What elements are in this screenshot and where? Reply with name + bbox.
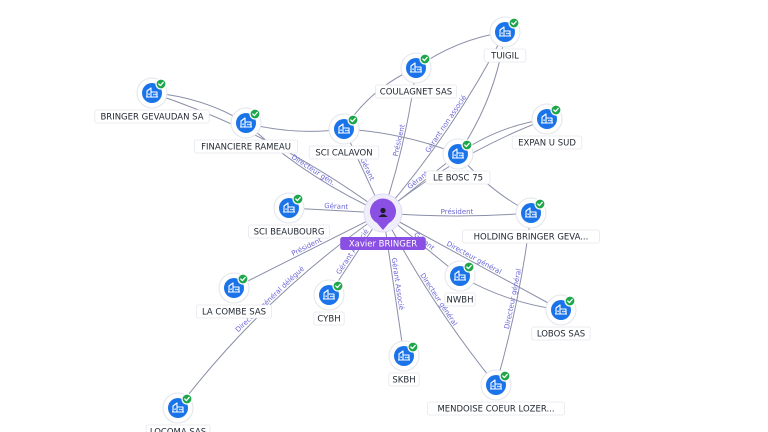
company-label: MENDOISE COEUR LOZER... — [437, 405, 554, 415]
building-icon — [142, 83, 162, 103]
node-label-bg — [425, 170, 491, 185]
company-label: COULAGNET SAS — [380, 88, 452, 98]
company-node-coulagnet[interactable]: COULAGNET SAS — [375, 52, 457, 99]
company-label: NWBH — [447, 296, 474, 306]
company-node-la-combe[interactable]: LA COMBE SAS — [195, 272, 272, 319]
node-label-bg — [462, 229, 600, 244]
check-badge-icon — [463, 261, 475, 273]
company-label: FINANCIERE RAMEAU — [201, 143, 291, 153]
node-label-bg — [308, 145, 380, 160]
person-node[interactable]: Xavier BRINGER — [340, 193, 426, 250]
company-label: SKBH — [392, 376, 415, 386]
building-icon — [334, 119, 354, 139]
company-label: LE BOSC 75 — [433, 174, 483, 184]
check-badge-icon — [249, 108, 261, 120]
edge-person-mendoise — [382, 212, 497, 386]
edge-label: Directeur général — [503, 268, 523, 330]
check-badge-icon — [550, 104, 562, 116]
check-badge-icon — [237, 273, 249, 285]
company-node-sci-beaubourg[interactable]: SCI BEAUBOURG — [248, 192, 330, 239]
company-node-bringer-gevaudan[interactable]: BRINGER GEVAUDAN SA — [94, 77, 210, 124]
check-badge-icon — [534, 198, 546, 210]
company-node-financiere-rameau[interactable]: FINANCIERE RAMEAU — [193, 107, 298, 154]
node-label-bg — [427, 401, 565, 416]
check-badge-icon — [419, 53, 431, 65]
check-badge-icon — [407, 341, 419, 353]
edge-person-la-combe — [233, 212, 384, 289]
building-icon — [394, 346, 414, 366]
company-node-skbh[interactable]: SKBH — [388, 340, 420, 387]
company-node-lobos[interactable]: LOBOS SAS — [531, 294, 591, 341]
check-badge-icon — [332, 280, 344, 292]
node-label-bg — [483, 48, 527, 63]
company-node-tuigil[interactable]: TUIGIL — [483, 16, 527, 63]
edge-label: Gérant — [358, 157, 376, 182]
building-icon — [448, 144, 468, 164]
node-label-bg — [375, 84, 457, 99]
company-node-sci-calavon[interactable]: SCI CALAVON — [308, 113, 380, 160]
check-badge-icon — [461, 139, 473, 151]
company-node-cybh[interactable]: CYBH — [313, 279, 345, 326]
company-label: SCI BEAUBOURG — [254, 228, 325, 238]
nodes-layer: BRINGER GEVAUDAN SA FINANCIERE RAMEAU SCI … — [94, 16, 600, 432]
company-node-holding-bringer[interactable]: HOLDING BRINGER GEVA... — [462, 197, 600, 244]
company-label: TUIGIL — [490, 52, 519, 62]
building-icon — [495, 22, 515, 42]
node-label-bg — [248, 224, 330, 239]
building-icon — [168, 398, 188, 418]
company-node-expan-u-sud[interactable]: EXPAN U SUD — [511, 103, 583, 150]
person-label-bg — [340, 237, 426, 250]
check-badge-icon — [564, 295, 576, 307]
building-icon — [450, 266, 470, 286]
edge-label: Gérant Associé — [390, 257, 406, 310]
node-label-bg — [193, 139, 298, 154]
company-label: BRINGER GEVAUDAN SA — [100, 113, 203, 123]
check-badge-icon — [155, 78, 167, 90]
node-label-bg — [511, 135, 583, 150]
building-icon — [406, 58, 426, 78]
building-icon — [236, 113, 256, 133]
company-label: CYBH — [317, 315, 340, 325]
building-icon — [521, 203, 541, 223]
check-badge-icon — [181, 393, 193, 405]
edge-person-locoma — [177, 212, 384, 409]
company-label: SCI CALAVON — [315, 149, 372, 159]
building-icon — [551, 300, 571, 320]
company-node-nwbh[interactable]: NWBH — [444, 260, 476, 307]
check-badge-icon — [499, 370, 511, 382]
node-label-bg — [313, 311, 345, 326]
edge-label: Président — [290, 236, 323, 258]
company-label: EXPAN U SUD — [518, 139, 576, 149]
check-badge-icon — [292, 193, 304, 205]
building-icon — [279, 198, 299, 218]
company-label: LOBOS SAS — [537, 330, 585, 340]
edge-label: Président — [441, 208, 474, 216]
edge-label: Gérant — [324, 202, 349, 211]
node-label-bg — [94, 109, 210, 124]
company-node-locoma[interactable]: LOCOMA SAS — [145, 392, 211, 432]
person-label: Xavier BRINGER — [349, 240, 417, 250]
node-label-bg — [444, 292, 476, 307]
building-icon — [486, 375, 506, 395]
check-badge-icon — [508, 17, 520, 29]
edge-person-lobos — [382, 212, 562, 311]
company-label: LOCOMA SAS — [150, 428, 206, 432]
building-icon — [537, 109, 557, 129]
building-icon — [224, 278, 244, 298]
company-label: LA COMBE SAS — [202, 308, 266, 318]
person-icon — [370, 198, 397, 230]
edge-label: Président — [392, 123, 407, 157]
check-badge-icon — [347, 114, 359, 126]
company-label: HOLDING BRINGER GEVA... — [474, 233, 589, 243]
company-node-mendoise[interactable]: MENDOISE COEUR LOZER... — [427, 369, 565, 416]
node-label-bg — [195, 304, 272, 319]
building-icon — [319, 285, 339, 305]
node-label-bg — [388, 372, 420, 387]
node-label-bg — [531, 326, 591, 341]
company-node-le-bosc-75[interactable]: LE BOSC 75 — [425, 138, 491, 185]
